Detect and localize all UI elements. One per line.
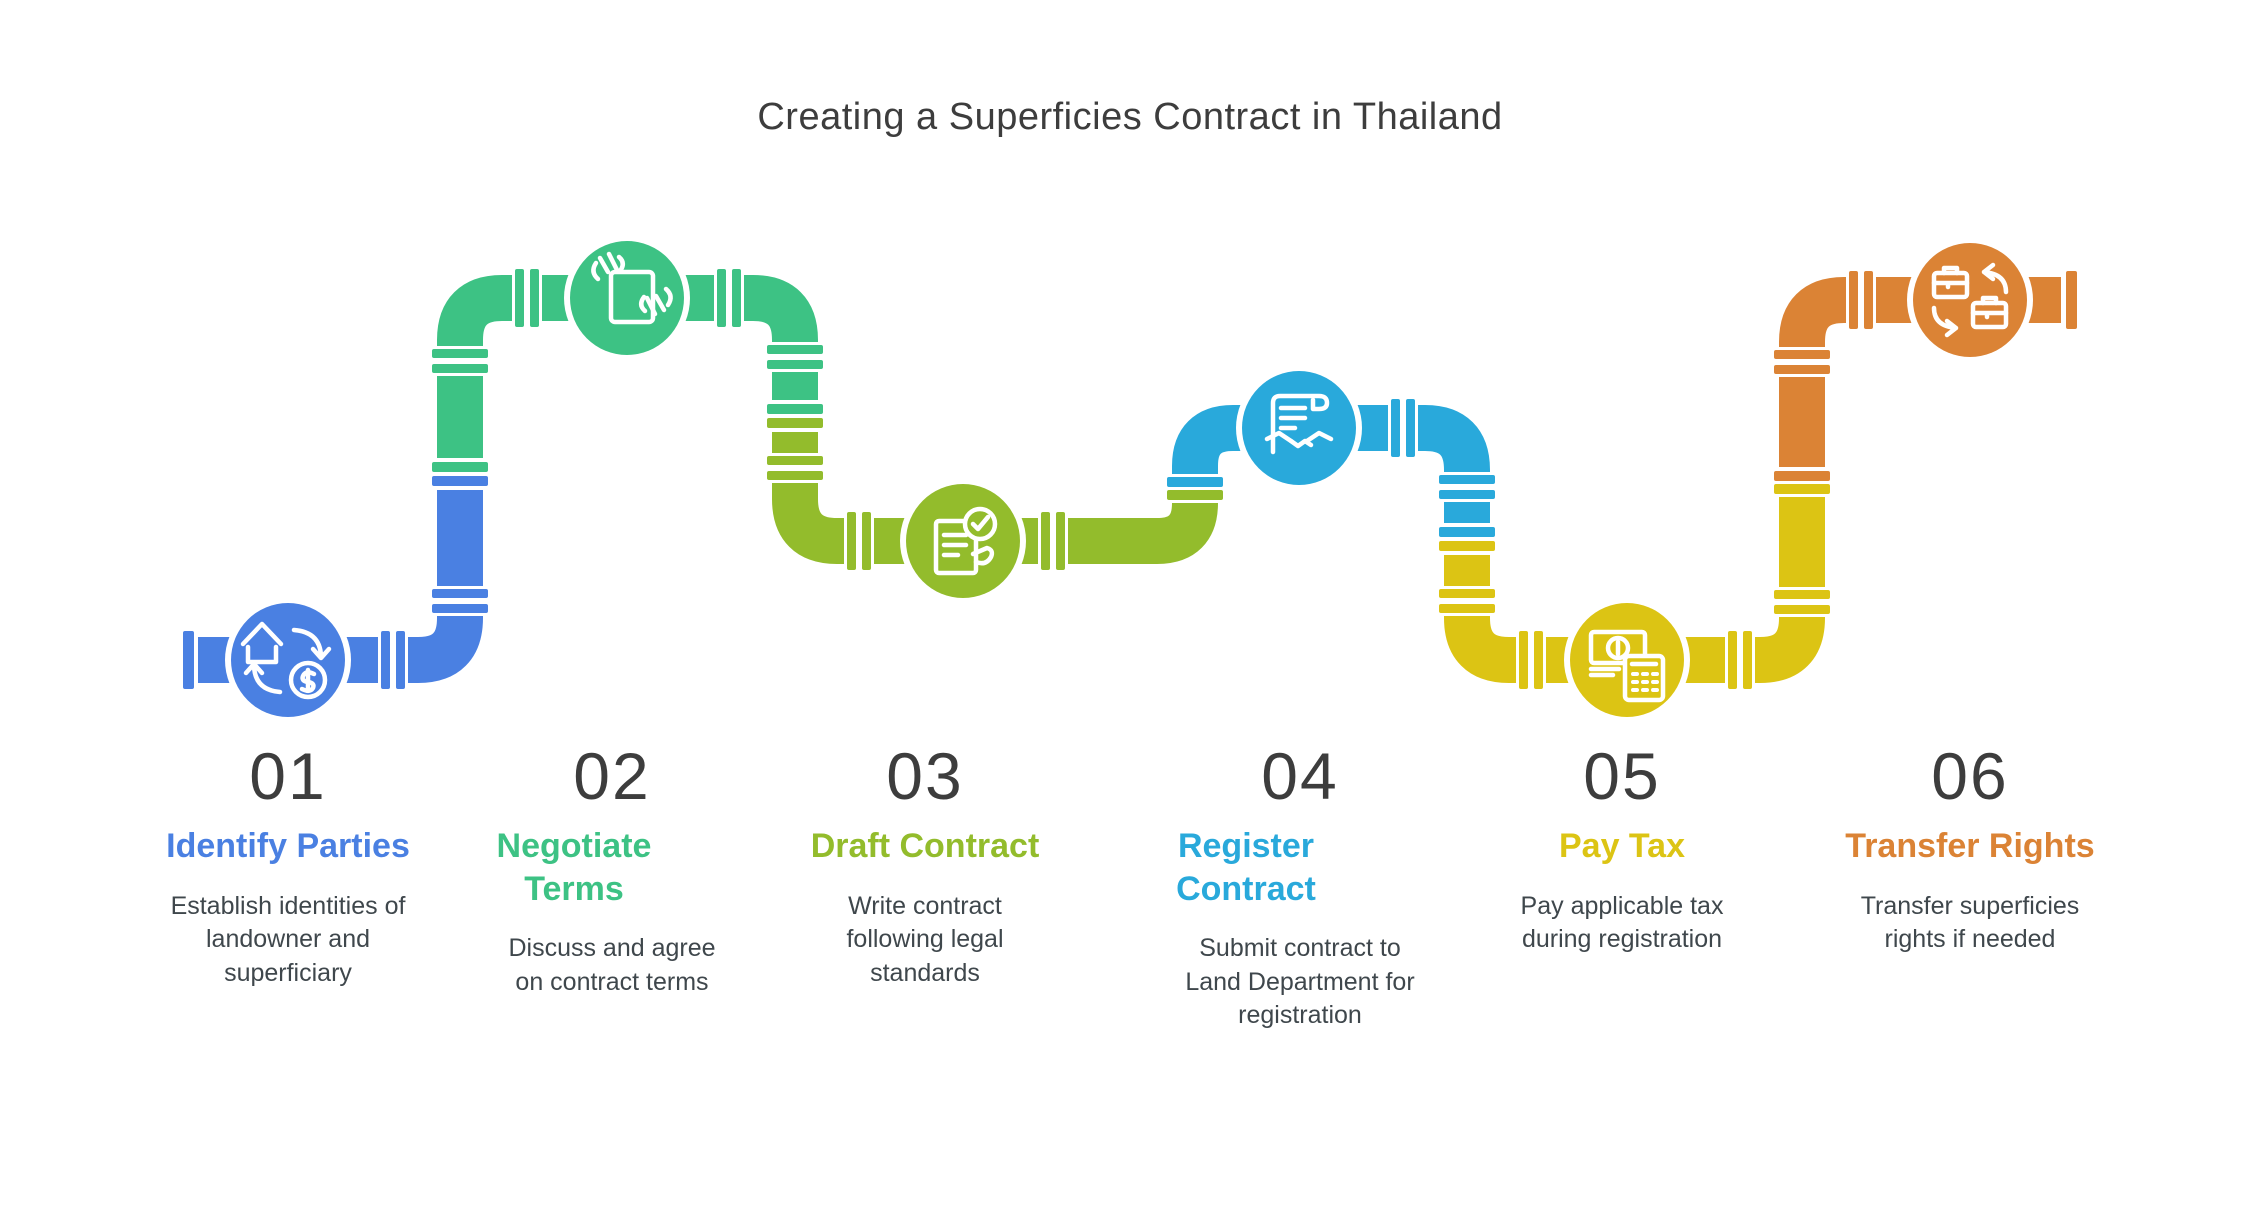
step-column-4: 04 Register Contract Submit contract to … xyxy=(1140,739,1460,1033)
pipe-flanges-cyan xyxy=(1167,399,1495,537)
pipe-flanges-orange xyxy=(1774,271,2077,481)
step-title: Transfer Rights xyxy=(1845,827,2095,866)
step-node-6 xyxy=(1907,237,2033,363)
step-column-3: 03 Draft Contract Write contract followi… xyxy=(765,739,1085,990)
step-description: Establish identities of landowner and su… xyxy=(170,891,406,987)
step-title: Negotiate Terms xyxy=(496,827,652,908)
step-column-1: 01 Identify Parties Establish identities… xyxy=(128,739,448,990)
pipe-flanges-green xyxy=(432,269,823,472)
step-description: Write contract following legal standards xyxy=(846,891,1004,987)
pipe-flanges-olive xyxy=(767,418,1223,570)
step-node-4 xyxy=(1236,365,1362,491)
step-title: Draft Contract xyxy=(810,827,1040,866)
pipe-segment-6 xyxy=(1779,277,2061,482)
home-dollar-exchange-icon xyxy=(240,621,332,700)
step-number: 02 xyxy=(573,739,651,813)
document-check-icon xyxy=(933,506,998,576)
hands-holding-document-icon xyxy=(591,251,673,325)
pipe-segment-1 xyxy=(198,474,483,683)
step-column-2: 02 Negotiate Terms Discuss and agree on … xyxy=(452,739,772,999)
step-description: Discuss and agree on contract terms xyxy=(508,934,716,996)
step-title: Register Contract xyxy=(1176,827,1316,908)
briefcase-exchange-icon xyxy=(1931,262,2009,338)
pipe-flanges-blue xyxy=(183,476,488,689)
step-description: Transfer superficies rights if needed xyxy=(1860,891,2080,954)
step-description: Submit contract to Land Department for r… xyxy=(1185,934,1415,1030)
step-title: Pay Tax xyxy=(1558,827,1685,866)
step-number: 05 xyxy=(1583,739,1661,813)
step-node-2 xyxy=(564,235,690,361)
contract-handshake-icon xyxy=(1264,393,1334,455)
step-number: 06 xyxy=(1931,739,2009,813)
step-number: 01 xyxy=(249,739,327,813)
main-title: Creating a Superficies Contract in Thail… xyxy=(757,96,1503,138)
step-title: Identify Parties xyxy=(166,827,410,866)
step-description: Pay applicable tax during registration xyxy=(1520,891,1724,954)
money-calculator-icon xyxy=(1588,629,1666,703)
step-number: 03 xyxy=(886,739,964,813)
step-node-1 xyxy=(225,597,351,723)
step-node-3 xyxy=(900,478,1026,604)
pipe-flanges-yellow xyxy=(1439,484,1830,689)
step-column-5: 05 Pay Tax Pay applicable tax during reg… xyxy=(1462,739,1782,957)
step-node-5 xyxy=(1564,597,1690,723)
step-number: 04 xyxy=(1261,739,1339,813)
step-column-6: 06 Transfer Rights Transfer superficies … xyxy=(1800,739,2140,957)
